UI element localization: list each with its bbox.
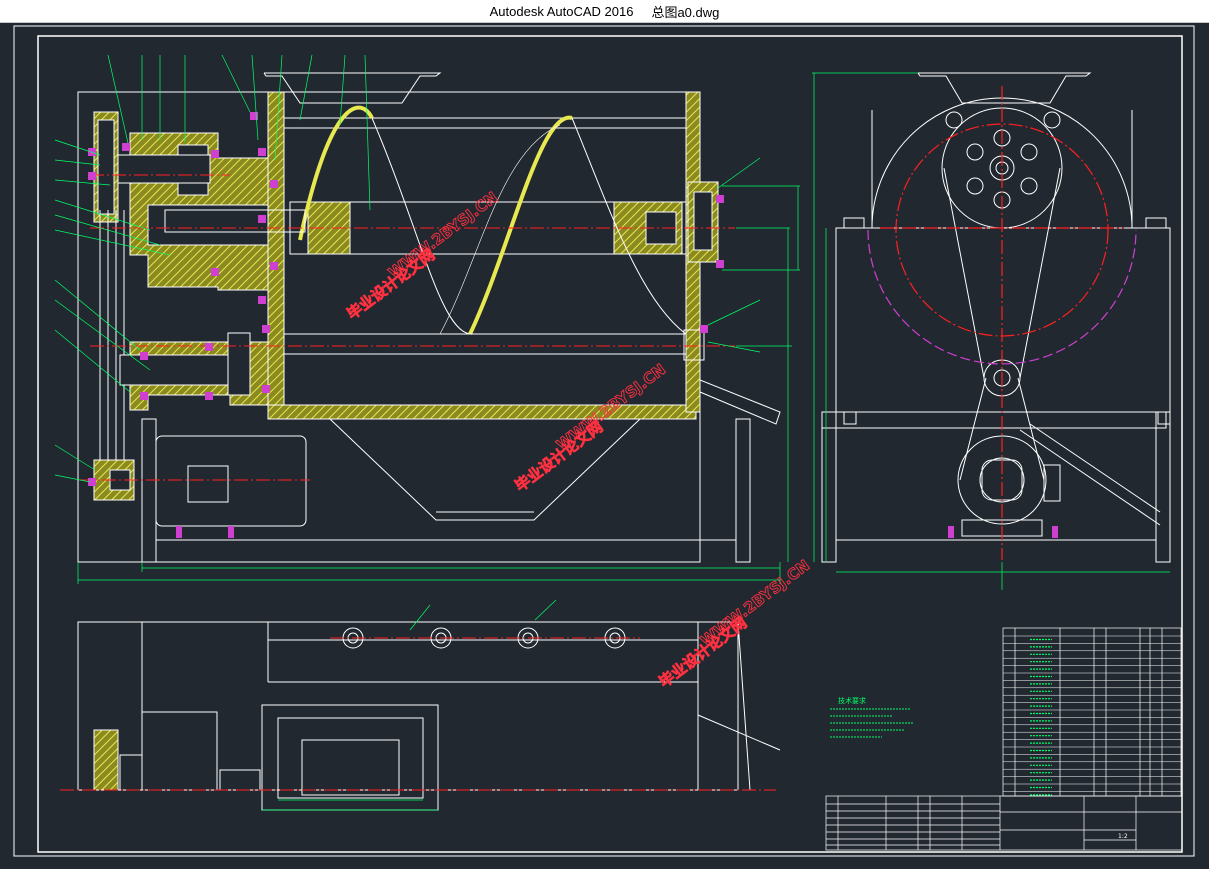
drawing-border [13,25,1195,857]
watermark-url: WWW.2BYSJ.CN [697,556,813,650]
tech-requirements: 技术要求 [830,696,914,738]
side-view [821,72,1171,563]
dimensions-front [54,54,800,584]
side-view-circles [867,86,1137,560]
file-name: 总图a0.dwg [651,4,720,20]
bolts-front [88,112,724,538]
watermark-3: 毕业设计论文网 WWW.2BYSJ.CN [655,556,813,692]
watermark-2: 毕业设计论文网 WWW.2BYSJ.CN [511,360,669,496]
front-section-view [77,72,781,563]
top-view [77,621,781,811]
dimensions-top [262,599,557,811]
watermark-1: 毕业设计论文网 WWW.2BYSJ.CN [343,188,501,324]
window-titlebar: Autodesk AutoCAD 2016 总图a0.dwg [0,0,1209,23]
bolts-side [948,526,1058,538]
title-block [825,795,1183,851]
tech-req-title: 技术要求 [838,696,866,705]
scale-label: 1:2 [1118,833,1128,840]
parts-list-table [1002,627,1182,797]
centerlines-front [80,174,735,481]
top-view-centerline [60,637,776,791]
parts-list-rows [1003,635,1181,796]
drawing-canvas[interactable]: 技术要求 [0,23,1209,869]
app-name: Autodesk AutoCAD 2016 [489,3,634,19]
dimensions-side [812,72,1170,590]
